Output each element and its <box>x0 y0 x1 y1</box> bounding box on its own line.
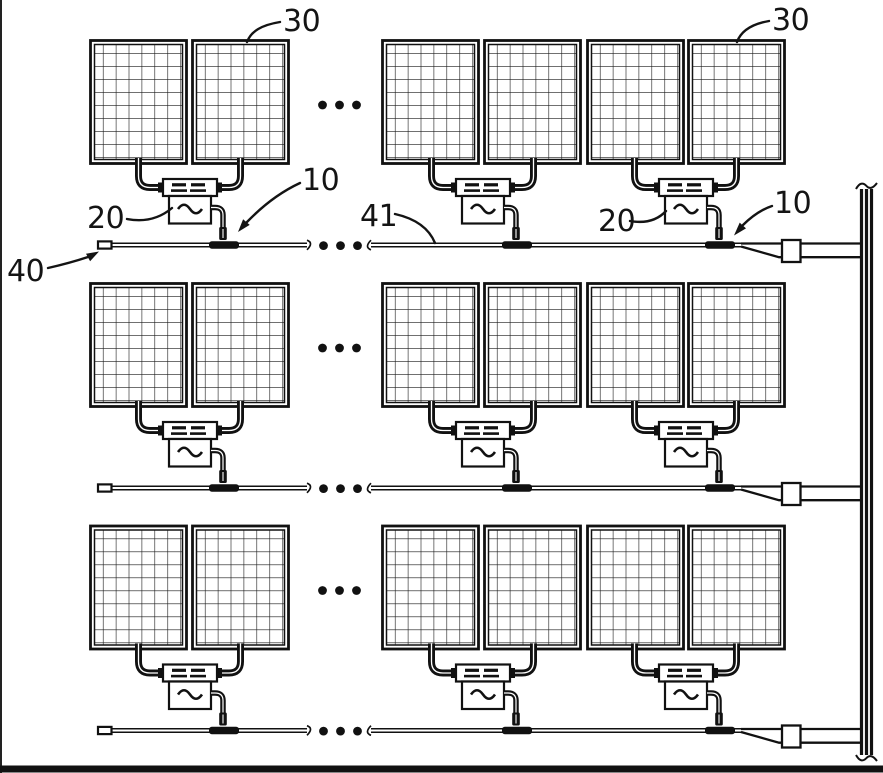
leader-module-right <box>735 19 771 44</box>
ref-label-connector-left: 10 <box>302 163 339 198</box>
leader-connector-left <box>245 181 302 224</box>
leader-inverter-right <box>628 209 668 224</box>
ref-label-inverter-right: 20 <box>598 204 635 239</box>
ref-label-inverter-left: 20 <box>87 201 124 236</box>
leader-trunk-cable <box>393 212 437 245</box>
leader-connector-right <box>741 204 774 227</box>
leader-module-left <box>245 20 282 44</box>
vertical-bus <box>855 182 878 762</box>
arrowhead-trunk-end <box>86 251 99 262</box>
ref-label-trunk-cable: 41 <box>360 199 397 234</box>
arrowhead-connector-left <box>238 219 250 232</box>
ref-label-module-right: 30 <box>772 3 809 38</box>
arrowhead-connector-right <box>734 222 746 236</box>
bottom-border-line <box>0 765 883 773</box>
bus-break-mark-bottom <box>855 754 878 762</box>
ref-label-module-left: 30 <box>283 4 320 39</box>
reference-annotations: 30 30 10 10 20 20 41 40 <box>7 3 812 289</box>
ref-label-trunk-end: 40 <box>7 254 44 289</box>
leader-inverter-left <box>125 206 174 222</box>
leader-trunk-end <box>46 255 90 270</box>
bus-break-mark-top <box>855 182 878 190</box>
left-border-line <box>0 0 2 773</box>
ref-label-connector-right: 10 <box>774 186 811 221</box>
